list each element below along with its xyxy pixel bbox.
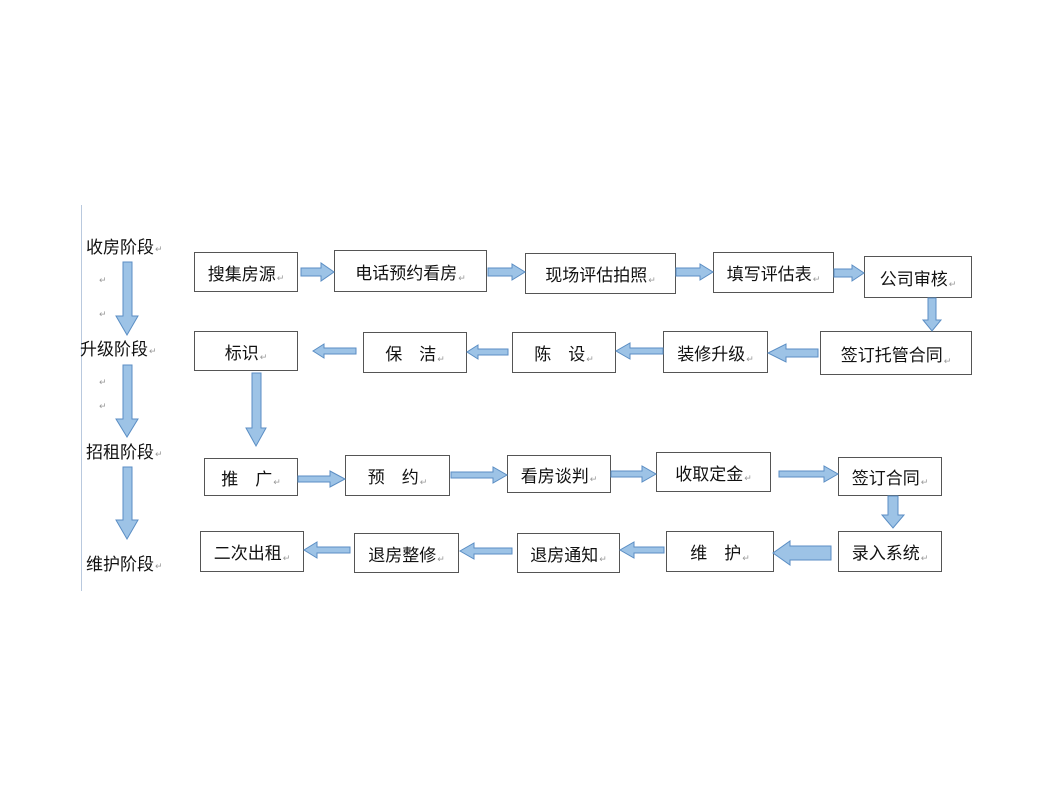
step-collect-deposit: 收取定金↵ [656, 452, 771, 492]
stage-divider-line [81, 205, 82, 591]
arrow-right [450, 466, 509, 484]
paragraph-mark: ↵ [99, 402, 107, 412]
arrow-right [610, 465, 658, 483]
step-site-evaluation-photos: 现场评估拍照↵ [525, 253, 676, 294]
arrow-right [297, 470, 347, 488]
step-sign-custody-contract: 签订托管合同↵ [820, 331, 972, 375]
stage-label-receive: 收房阶段↵ [86, 238, 163, 258]
step-booking: 预 约↵ [345, 455, 450, 496]
stage-label-leasing: 招租阶段↵ [86, 443, 163, 463]
step-viewing-negotiation: 看房谈判↵ [507, 455, 611, 493]
step-collect-listings: 搜集房源↵ [194, 252, 298, 292]
step-sign-contract: 签订合同↵ [838, 457, 942, 496]
step-signage: 标识↵ [194, 331, 298, 371]
arrow-left [466, 344, 509, 360]
arrow-right [778, 465, 840, 483]
arrow-down-stage-3 [115, 466, 139, 540]
arrow-down [921, 297, 943, 332]
step-promotion: 推 广↵ [204, 458, 298, 496]
step-furnishing: 陈 设↵ [512, 332, 616, 373]
arrow-left [458, 542, 513, 560]
arrow-down-stage-1 [115, 261, 139, 336]
step-company-review: 公司审核↵ [864, 256, 972, 298]
arrow-left [618, 541, 665, 559]
step-fill-evaluation-form: 填写评估表↵ [713, 252, 834, 293]
arrow-down [245, 372, 267, 448]
arrow-right [675, 263, 714, 281]
arrow-right [487, 263, 526, 281]
step-re-rent: 二次出租↵ [200, 531, 304, 572]
arrow-left [772, 540, 832, 566]
step-enter-system: 录入系统↵ [838, 531, 942, 572]
arrow-right [833, 264, 865, 282]
arrow-left [766, 343, 819, 363]
arrow-left [303, 541, 351, 559]
stage-label-upgrade: 升级阶段↵ [80, 340, 157, 360]
arrow-right [300, 262, 335, 282]
arrow-down [880, 495, 906, 529]
paragraph-mark: ↵ [99, 378, 107, 388]
paragraph-mark: ↵ [99, 276, 107, 286]
arrow-left [312, 343, 357, 359]
step-moveout-refurbish: 退房整修↵ [354, 533, 459, 573]
step-renovation-upgrade: 装修升级↵ [663, 331, 768, 373]
step-moveout-notice: 退房通知↵ [517, 533, 620, 573]
arrow-left [614, 342, 664, 360]
step-cleaning: 保 洁↵ [363, 332, 467, 373]
stage-label-maintenance: 维护阶段↵ [86, 555, 163, 575]
paragraph-mark: ↵ [99, 310, 107, 320]
step-phone-appointment: 电话预约看房↵ [334, 250, 487, 292]
arrow-down-stage-2 [115, 364, 139, 438]
step-maintenance: 维 护↵ [666, 531, 774, 572]
